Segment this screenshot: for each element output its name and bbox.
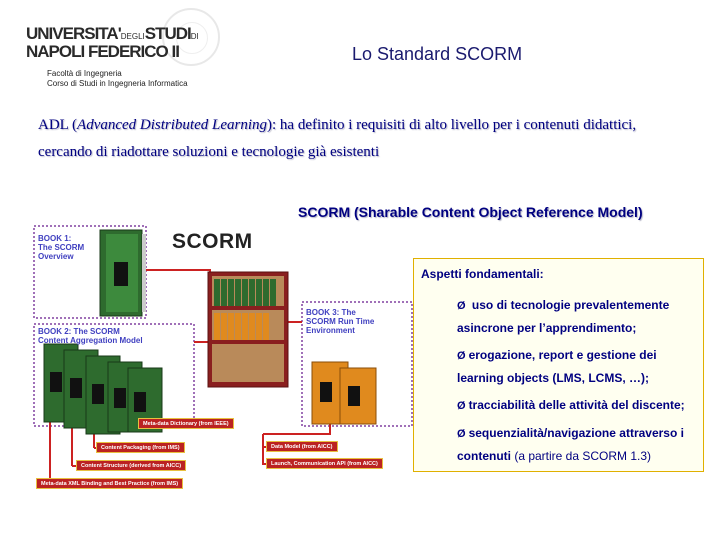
university-logo: UNIVERSITA'DEGLISTUDIDI NAPOLI FEDERICO … — [22, 14, 222, 64]
adl-acronym: ADL — [38, 117, 68, 133]
tag-content-structure: Content Structure (derived from AICC) — [76, 460, 186, 471]
book3-stack-icon — [312, 362, 376, 424]
scorm-caption: SCORM (Sharable Content Object Reference… — [298, 204, 643, 220]
tag-launch-api: Launch, Communication API (from AICC) — [266, 458, 383, 469]
book1-icon — [100, 230, 146, 316]
bookcase-icon — [208, 272, 288, 387]
tag-data-model: Data Model (from AICC) — [266, 441, 338, 452]
tag-meta-xml: Meta-data XML Binding and Best Practice … — [36, 478, 183, 489]
arrow-bullet-icon: Ø — [457, 400, 466, 412]
scorm-logo: SCORM — [172, 230, 253, 254]
aspects-box: Aspetti fondamentali: Ø uso di tecnologi… — [413, 258, 704, 472]
slide-title: Lo Standard SCORM — [352, 44, 522, 65]
faculty-info: Facoltà di Ingegneria Corso di Studi in … — [47, 69, 188, 89]
arrow-bullet-icon: Ø — [457, 350, 466, 362]
tag-meta-dictionary: Meta-data Dictionary (from IEEE) — [138, 418, 234, 429]
logo-line2: NAPOLI FEDERICO II — [26, 42, 179, 62]
adl-expansion: Advanced Distributed Learning — [77, 117, 267, 133]
arrow-bullet-icon: Ø — [457, 428, 466, 440]
diagram-graphics — [30, 222, 425, 497]
intro-paragraph: ADL (Advanced Distributed Learning): ha … — [38, 112, 678, 166]
logo-line1: UNIVERSITA'DEGLISTUDIDI — [26, 24, 199, 44]
tag-content-packaging: Content Packaging (from IMS) — [96, 442, 185, 453]
aspects-heading: Aspetti fondamentali: — [421, 267, 544, 281]
course-name: Corso di Studi in Ingegneria Informatica — [47, 79, 188, 89]
faculty-name: Facoltà di Ingegneria — [47, 69, 188, 79]
aspect-item-async: Ø uso di tecnologie prevalentemente asin… — [457, 294, 697, 339]
arrow-bullet-icon: Ø — [457, 300, 466, 312]
